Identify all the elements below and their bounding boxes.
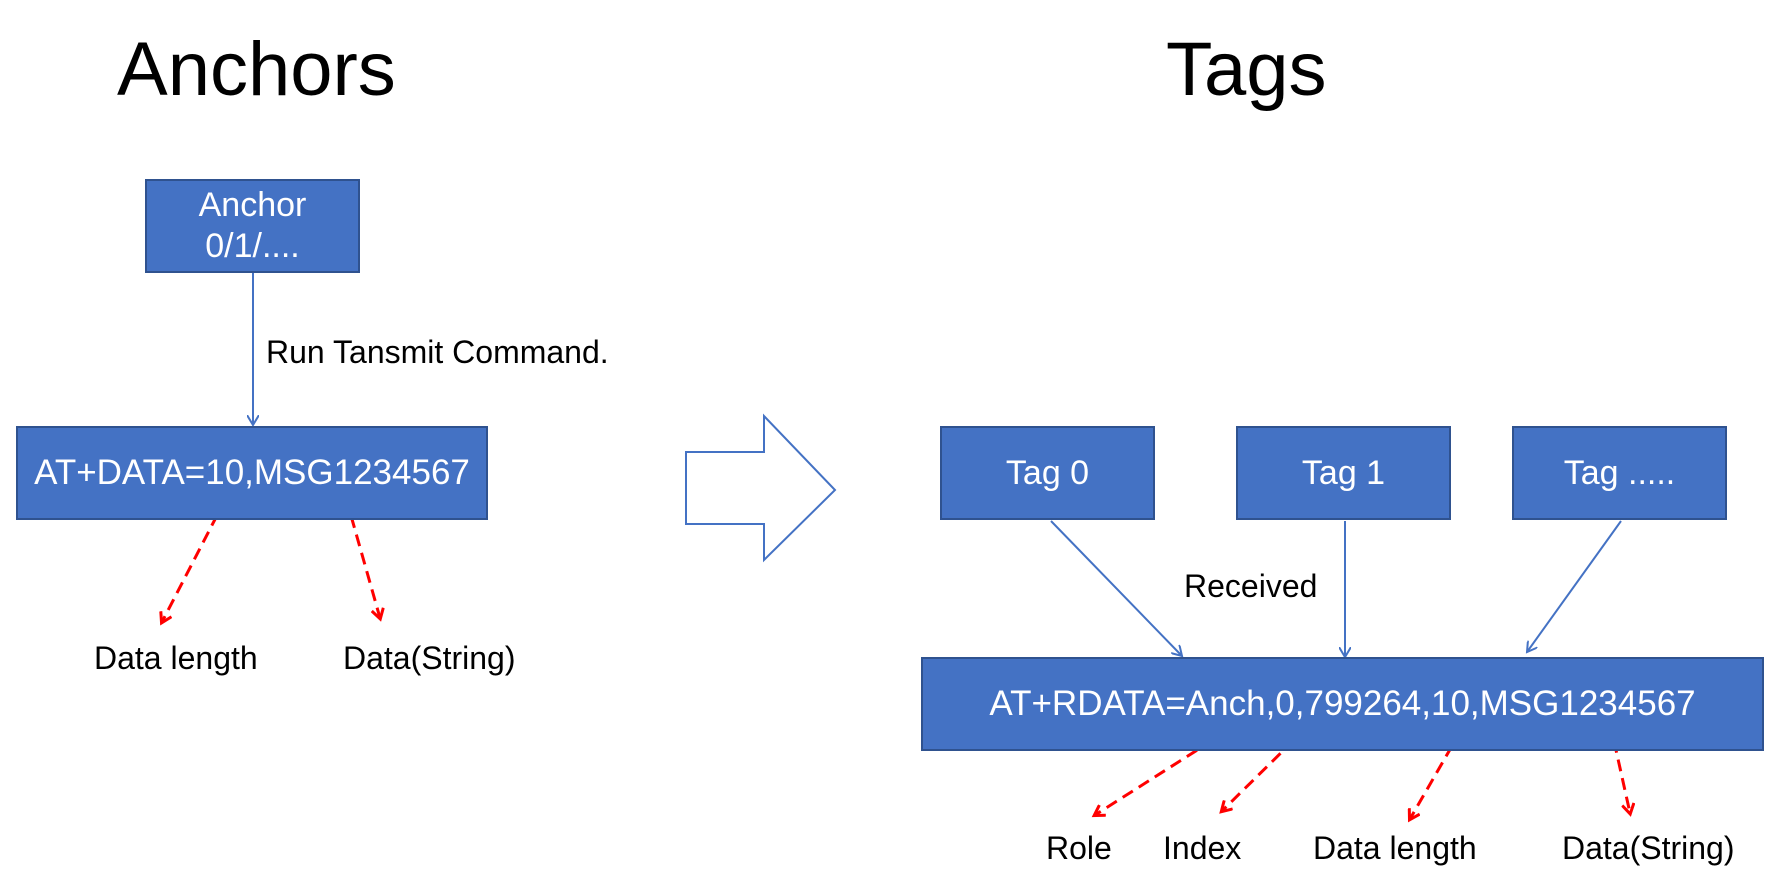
tag-data-string-label: Data(String) xyxy=(1562,830,1735,866)
tags-heading: Tags xyxy=(1166,27,1327,112)
tag-data-length-label: Data length xyxy=(1313,830,1477,866)
run-transmit-command-label: Run Tansmit Command. xyxy=(266,334,609,370)
tag-role-label: Role xyxy=(1046,830,1112,866)
transition-block-arrow-icon xyxy=(685,413,837,563)
anchor-node-box: Anchor 0/1/.... xyxy=(145,179,360,273)
tag-0-box: Tag 0 xyxy=(940,426,1155,520)
tag-n-box: Tag ..... xyxy=(1512,426,1727,520)
tag-index-callout-arrow xyxy=(1222,738,1296,811)
tag-role-callout-arrow xyxy=(1095,738,1214,815)
tagn-to-result-arrow xyxy=(1527,520,1622,652)
received-label: Received xyxy=(1184,568,1318,604)
anchor-command-box: AT+DATA=10,MSG1234567 xyxy=(16,426,488,520)
anchor-data-string-label: Data(String) xyxy=(343,640,516,676)
tag-data-length-callout-arrow xyxy=(1410,745,1454,819)
tag0-to-result-arrow xyxy=(1050,520,1182,656)
tag-data-string-callout-arrow xyxy=(1612,740,1630,813)
tag-result-box: AT+RDATA=Anch,0,799264,10,MSG1234567 xyxy=(921,657,1764,751)
tag-index-label: Index xyxy=(1163,830,1242,866)
anchors-heading: Anchors xyxy=(117,27,396,112)
anchor-data-length-label: Data length xyxy=(94,640,258,676)
tag-1-box: Tag 1 xyxy=(1236,426,1451,520)
